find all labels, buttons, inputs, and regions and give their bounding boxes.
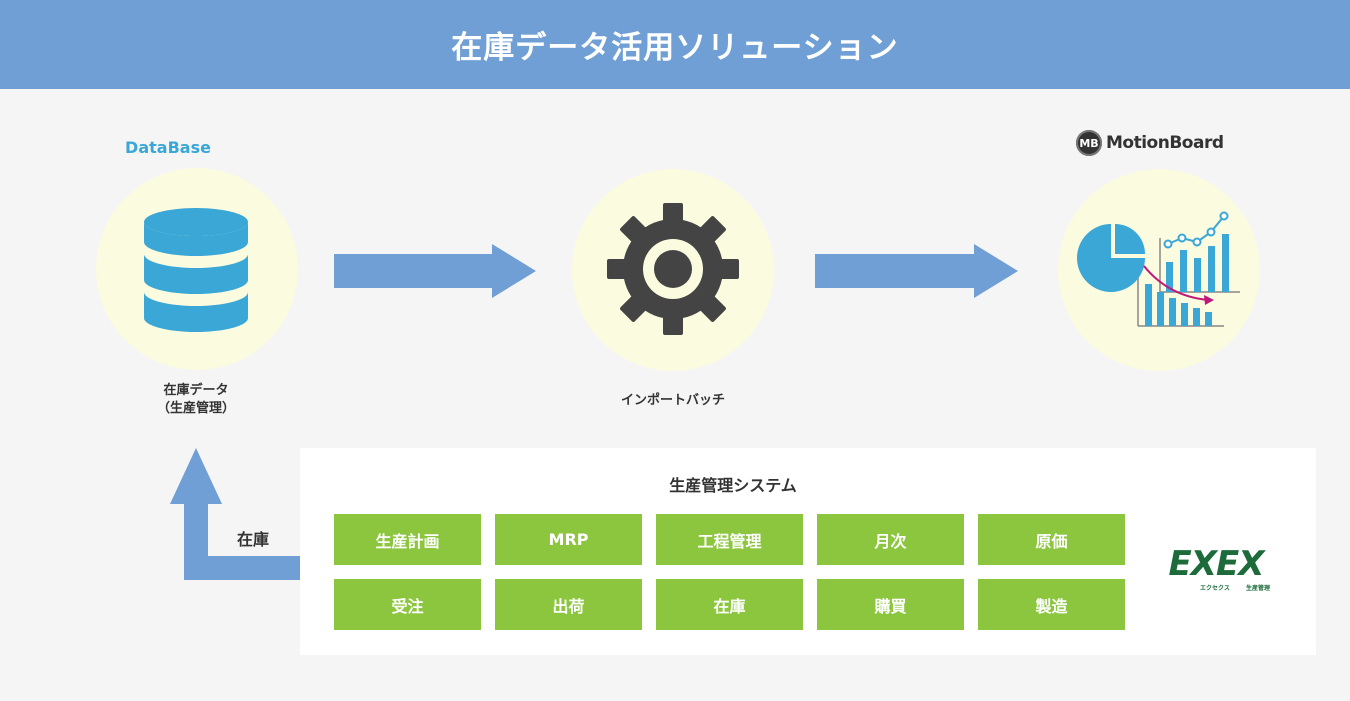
database-caption: 在庫データ （生産管理） (146, 382, 246, 418)
motionboard-logo: MB MotionBoard (1076, 130, 1224, 156)
system-title: 生産管理システム (669, 476, 797, 495)
module-cell: 在庫 (656, 579, 803, 630)
exex-logo-sub-right: 生産管理 (1246, 585, 1271, 592)
page-title: 在庫データ活用ソリューション (451, 30, 899, 66)
return-arrow-label: 在庫 (237, 530, 270, 549)
module-grid: 生産計画 MRP 工程管理 月次 原価 受注 出荷 在庫 購買 製造 (334, 514, 1125, 630)
motionboard-badge: MB (1076, 130, 1102, 156)
exex-logo-sub-left: エクセクス (1200, 585, 1230, 592)
production-system-panel: 生産管理システム 生産計画 MRP 工程管理 月次 原価 受注 出荷 在庫 購買… (300, 448, 1316, 655)
module-cell: 購買 (817, 579, 964, 630)
database-caption-line1: 在庫データ (163, 383, 229, 398)
module-cell: MRP (495, 514, 642, 565)
motionboard-logo-text: MotionBoard (1106, 133, 1224, 153)
database-label: DataBase (125, 138, 211, 157)
return-arrow (170, 448, 300, 580)
exex-logo-text: EXEX エクセクス 生産管理 (1148, 541, 1284, 593)
dashboard-chart-icon (1077, 211, 1240, 327)
module-cell: 製造 (978, 579, 1125, 630)
title-banner: 在庫データ活用ソリューション (0, 0, 1350, 89)
exex-logo-wordmark: EXEX (1168, 544, 1265, 584)
database-caption-line2: （生産管理） (156, 401, 235, 416)
process-caption: インポートバッチ (620, 393, 725, 408)
module-cell: 月次 (817, 514, 964, 565)
module-cell: 原価 (978, 514, 1125, 565)
flow-arrow-1 (334, 244, 536, 298)
module-cell: 出荷 (495, 579, 642, 630)
flow-arrow-2 (815, 244, 1018, 298)
gear-icon (607, 203, 739, 335)
database-icon (144, 208, 248, 332)
module-cell: 受注 (334, 579, 481, 630)
module-cell: 工程管理 (656, 514, 803, 565)
module-cell: 生産計画 (334, 514, 481, 565)
